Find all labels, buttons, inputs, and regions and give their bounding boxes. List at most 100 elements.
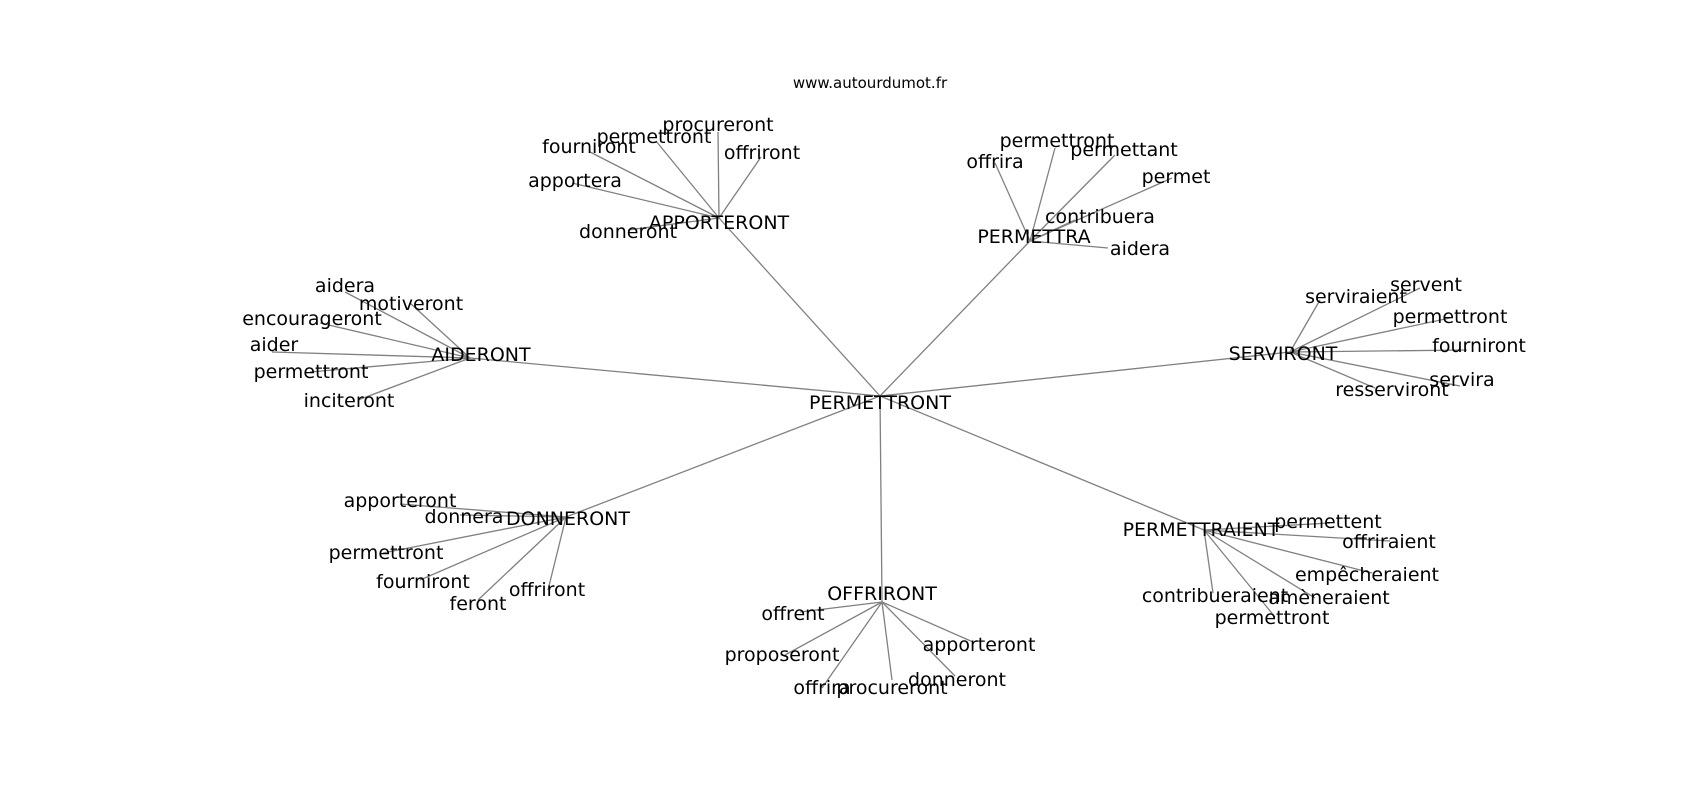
hub-leaf-edge [1203, 529, 1214, 594]
root-hub-edge [879, 240, 1031, 397]
leaf-word-label: aider [250, 334, 299, 356]
root-hub-edge [879, 351, 1291, 397]
leaf-word-label: procureront [836, 677, 947, 699]
leaf-word-label: apporteront [923, 634, 1036, 656]
hub-leaf-edge [309, 357, 471, 373]
hub-leaf-edge [1289, 287, 1421, 353]
hub-word-label: PERMETTRAIENT [1123, 519, 1280, 541]
leaf-word-label: empêcheraient [1295, 564, 1439, 586]
leaf-word-label: permettront [329, 542, 444, 564]
leaf-word-label: fourniront [542, 136, 636, 158]
leaf-word-label: amèneraient [1268, 587, 1390, 609]
leaf-word-label: encourageront [242, 308, 382, 330]
hub-leaf-edge [1029, 147, 1056, 242]
leaf-word-label: inciteront [304, 390, 395, 412]
hub-leaf-edge [1289, 317, 1451, 353]
root-hub-edge [718, 217, 881, 397]
hub-leaf-edge [1029, 154, 1116, 242]
leaf-word-label: feront [450, 593, 507, 615]
leaf-word-label: resserviront [1335, 379, 1448, 401]
root-hub-edge [565, 395, 881, 518]
hub-leaf-edge [382, 516, 567, 554]
root-hub-edge [879, 395, 883, 603]
leaf-word-label: aidera [1110, 238, 1170, 260]
leaf-word-label: offrent [761, 603, 824, 625]
hub-leaf-edge [344, 291, 471, 359]
leaf-word-label: permettront [1393, 306, 1508, 328]
hub-leaf-edge [1203, 522, 1331, 531]
hub-leaf-edge [459, 514, 567, 518]
leaf-word-label: offriront [509, 579, 585, 601]
leaf-word-label: donneront [908, 669, 1006, 691]
leaf-word-label: permettront [254, 361, 369, 383]
leaf-word-label: donneront [579, 221, 677, 243]
hub-leaf-edge [547, 516, 567, 591]
hub-leaf-edge [784, 601, 883, 656]
hub-leaf-edge [994, 162, 1031, 242]
leaf-word-label: apporteront [344, 490, 457, 512]
leaf-word-label: procureront [662, 114, 773, 136]
hub-word-label: SERVIRONT [1229, 343, 1338, 365]
hub-leaf-edge [1289, 351, 1461, 387]
leaf-word-label: contribueraient [1142, 585, 1288, 607]
leaf-word-label: offriront [724, 142, 800, 164]
leaf-word-label: permettront [1215, 607, 1330, 629]
leaf-word-label: permettront [1000, 130, 1115, 152]
leaf-word-label: offriraient [1342, 531, 1436, 553]
source-watermark: www.autourdumot.fr [793, 74, 948, 92]
root-hub-edge [879, 395, 1205, 531]
hub-leaf-edge [881, 601, 893, 681]
hub-word-label: DONNERONT [506, 508, 630, 530]
hub-word-label: PERMETTRA [977, 226, 1090, 248]
root-word-label: PERMETTRONT [809, 392, 951, 414]
leaf-word-label: servent [1390, 274, 1462, 296]
root-hub-edge [469, 357, 881, 397]
hub-leaf-edge [1029, 219, 1076, 242]
hub-leaf-edge [1203, 529, 1316, 599]
hub-leaf-edge [799, 601, 883, 613]
leaf-word-label: serviraient [1305, 286, 1407, 308]
hub-leaf-edge [357, 357, 471, 401]
hub-leaf-edge [271, 351, 471, 359]
leaf-word-label: permettront [597, 126, 712, 148]
leaf-word-label: permettant [1070, 139, 1177, 161]
leaf-word-label: offrira [793, 677, 850, 699]
leaf-word-label: fourniront [1432, 335, 1526, 357]
leaf-word-label: offrira [966, 151, 1023, 173]
leaf-word-label: permettent [1274, 511, 1382, 533]
hub-leaf-edge [1029, 240, 1109, 249]
hub-word-label: OFFRIRONT [827, 583, 937, 605]
leaf-word-label: contribuera [1045, 206, 1155, 228]
leaf-word-label: donnera [425, 506, 504, 528]
leaf-word-label: permet [1142, 166, 1211, 188]
hub-leaf-edge [1203, 529, 1276, 618]
hub-leaf-edge [1289, 351, 1376, 389]
leaf-word-label: servira [1429, 369, 1494, 391]
leaf-word-label: proposeront [725, 644, 840, 666]
hub-leaf-edge [399, 503, 567, 518]
hub-leaf-edge [571, 182, 720, 219]
hub-leaf-edge [881, 601, 974, 643]
hub-leaf-edge [627, 217, 720, 231]
hub-leaf-edge [1203, 529, 1391, 542]
hub-leaf-edge [319, 322, 471, 359]
hub-leaf-edge [717, 131, 720, 219]
leaf-word-label: aidera [315, 275, 375, 297]
hub-leaf-edge [718, 156, 762, 219]
hub-leaf-edge [477, 516, 567, 601]
hub-leaf-edge [1289, 349, 1468, 353]
hub-leaf-edge [1203, 529, 1373, 574]
hub-leaf-edge [409, 302, 471, 359]
leaf-word-label: motiveront [359, 293, 463, 315]
hub-leaf-edge [589, 151, 720, 219]
graph-edges [271, 131, 1468, 689]
leaf-word-label: apportera [528, 170, 622, 192]
graph-labels: www.autourdumot.fr PERMETTRONT APPORTERON… [242, 74, 1526, 699]
hub-leaf-edge [419, 516, 567, 581]
hub-leaf-edge [1289, 299, 1321, 353]
hub-word-label: APPORTERONT [649, 212, 790, 234]
hub-word-label: AIDERONT [431, 344, 531, 366]
hub-leaf-edge [881, 601, 956, 677]
hub-leaf-edge [655, 140, 720, 219]
